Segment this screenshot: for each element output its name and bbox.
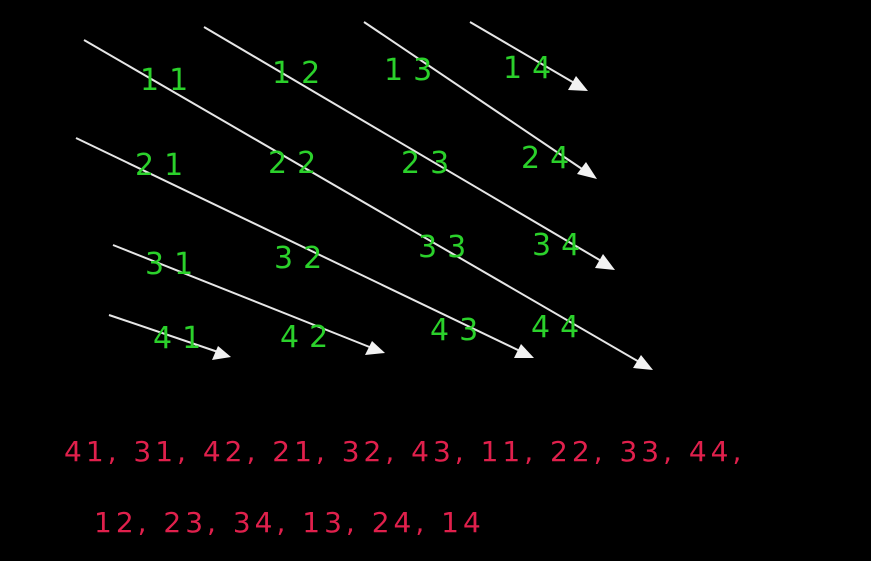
diagonal-arrow-13-24: [363, 21, 597, 179]
diagonal-arrow-41: [108, 314, 231, 360]
cell-32: 32: [274, 241, 332, 276]
cell-44: 44: [531, 310, 589, 345]
cell-14: 14: [503, 51, 561, 86]
cell-13: 13: [384, 53, 442, 88]
sequence-line-1: 41, 31, 42, 21, 32, 43, 11, 22, 33, 44,: [64, 435, 745, 468]
cell-43: 43: [430, 313, 488, 348]
matrix-cells: 11 12 13 14 21 22 23 24 31 32 33 34 41 4…: [135, 51, 590, 356]
cell-34: 34: [532, 228, 590, 263]
cell-41: 41: [153, 321, 211, 356]
sequence-line-2: 12, 23, 34, 13, 24, 14: [94, 506, 485, 539]
diagonal-arrow-14: [469, 21, 588, 91]
diagonal-arrow-11-44: [83, 39, 653, 370]
cell-24: 24: [521, 141, 579, 176]
cell-23: 23: [401, 146, 459, 181]
cell-31: 31: [145, 247, 203, 282]
cell-12: 12: [272, 56, 330, 91]
diagonal-arrow-12-34: [203, 26, 615, 270]
cell-42: 42: [280, 320, 338, 355]
diagonal-arrow-21-43: [75, 137, 534, 358]
diagonal-order-sequence: 41, 31, 42, 21, 32, 43, 11, 22, 33, 44, …: [64, 435, 745, 539]
cell-22: 22: [268, 146, 326, 181]
cell-33: 33: [418, 230, 476, 265]
diagonal-arrow-31-42: [112, 244, 385, 355]
diagonal-arrows: [75, 21, 653, 370]
cell-21: 21: [135, 148, 193, 183]
cell-11: 11: [140, 63, 198, 98]
